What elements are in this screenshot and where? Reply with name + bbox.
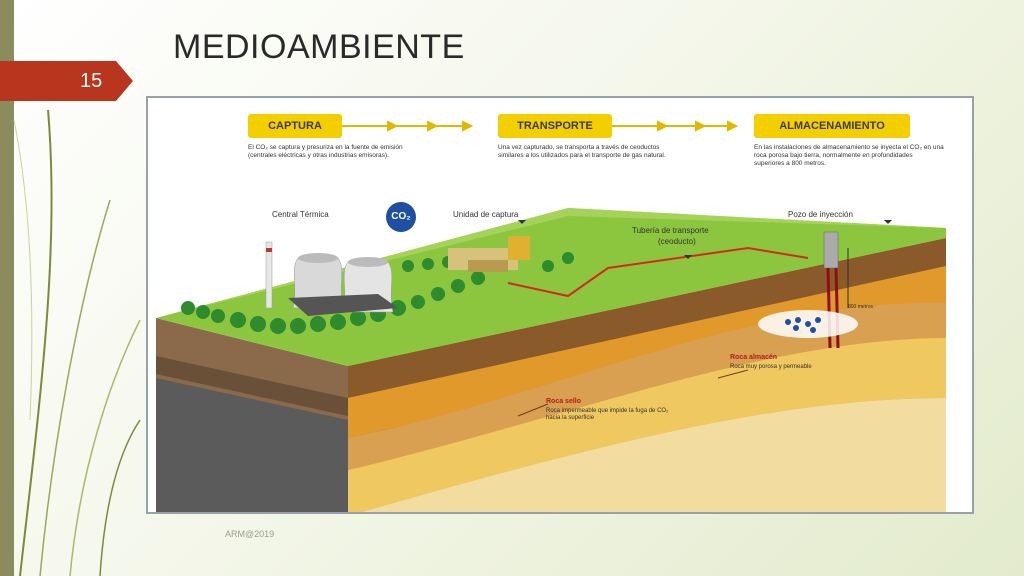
label-tuberia: Tubería de transporte <box>632 226 709 235</box>
ccs-diagram-figure: CAPTURA TRANSPORTE ALMACENAMIENTO El CO₂… <box>146 96 974 514</box>
stage-almacenamiento: ALMACENAMIENTO <box>754 114 910 138</box>
stage-arrows <box>342 120 739 132</box>
co2-bubbles <box>785 317 821 333</box>
label-depth: 800 metros <box>848 304 874 310</box>
power-plant <box>265 241 398 316</box>
stage-transporte: TRANSPORTE <box>498 114 612 138</box>
label-ceoducto: (ceoducto) <box>658 237 696 246</box>
co2-pipeline <box>507 246 809 298</box>
label-roca-sello: Roca sello <box>546 398 582 405</box>
left-decor-band <box>0 0 14 576</box>
reservoir-rock-layer <box>348 338 946 512</box>
footer-text: ARM@2019 <box>225 529 275 539</box>
label-roca-sello-desc: Roca impermeable que impide la fuga de C… <box>546 408 669 421</box>
slide-title: MEDIOAMBIENTE <box>173 28 465 66</box>
seal-rock-layer <box>348 302 946 470</box>
co2-icon: CO₂ <box>386 202 416 232</box>
ccs-landscape-illustration <box>156 120 946 512</box>
label-roca-almacen: Roca almacén <box>730 354 778 361</box>
label-pozo-inyeccion: Pozo de inyección <box>788 210 853 219</box>
label-roca-almacen-desc: Roca muy porosa y permeable <box>730 364 812 370</box>
capture-unit <box>448 236 530 272</box>
trees <box>181 252 574 334</box>
label-central-termica: Central Térmica <box>272 210 329 219</box>
label-unidad-captura: Unidad de captura <box>453 210 519 219</box>
page-number-badge: 15 <box>0 61 133 101</box>
page-number: 15 <box>80 70 103 92</box>
stage-transporte-description: Una vez capturado, se transporta a travé… <box>498 144 666 159</box>
stage-captura: CAPTURA <box>248 114 342 138</box>
stage-almacenamiento-description: En las instalaciones de almacenamiento s… <box>754 144 944 167</box>
stage-captura-description: El CO₂ se captura y presuriza en la fuen… <box>248 144 403 159</box>
decorative-curves <box>13 109 141 576</box>
